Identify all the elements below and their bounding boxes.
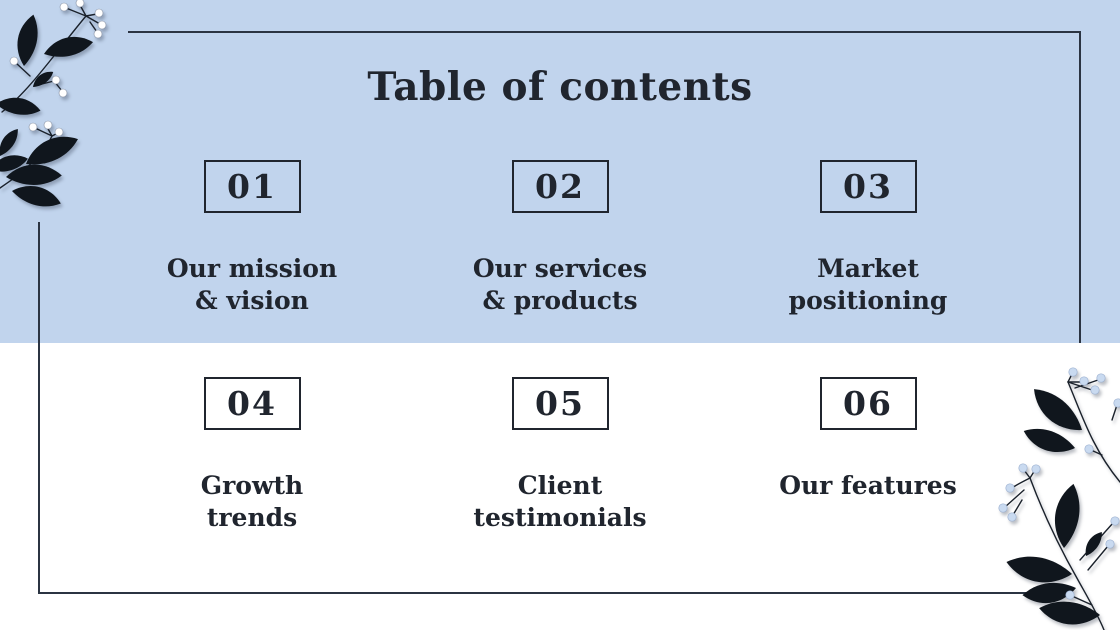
toc-number: 03 <box>843 167 893 206</box>
toc-item-05: 05 Client testimonials <box>406 377 714 534</box>
toc-item-label: Our services & products <box>473 253 647 317</box>
toc-label-line1: Our features <box>779 471 957 500</box>
toc-number-box-05: 05 <box>511 377 609 430</box>
toc-label-line1: Market <box>817 254 919 283</box>
toc-item-label: Client testimonials <box>473 470 646 534</box>
toc-number-box-02: 02 <box>511 160 609 213</box>
floral-branch-top-left-icon <box>0 0 107 212</box>
toc-number: 02 <box>535 167 585 206</box>
frame-border-top <box>128 31 1081 33</box>
toc-item-03: 03 Market positioning <box>714 160 1022 317</box>
toc-number: 06 <box>843 384 893 423</box>
toc-label-line1: Our services <box>472 254 648 283</box>
toc-number: 05 <box>535 384 585 423</box>
blue-background-band <box>0 0 1120 343</box>
toc-label-line1: Growth <box>200 471 304 500</box>
frame-border-bottom <box>38 592 1028 594</box>
toc-label-line1: Our mission <box>166 254 338 283</box>
toc-item-06: 06 Our features <box>714 377 1022 534</box>
toc-label-line1: Client <box>517 471 603 500</box>
page-title: Table of contents <box>367 64 753 110</box>
toc-number-box-04: 04 <box>203 377 301 430</box>
toc-label-line2: testimonials <box>473 503 647 532</box>
toc-label-line2: trends <box>206 503 298 532</box>
frame-border-left <box>38 222 40 594</box>
toc-item-label: Our mission & vision <box>167 253 337 317</box>
toc-label-line2: positioning <box>788 286 948 315</box>
toc-label-line2: & products <box>482 286 638 315</box>
toc-item-01: 01 Our mission & vision <box>98 160 406 317</box>
toc-number-box-01: 01 <box>203 160 301 213</box>
floral-branch-bottom-right-icon <box>998 367 1120 630</box>
toc-item-label: Market positioning <box>789 253 948 317</box>
frame-border-right <box>1079 31 1081 343</box>
toc-row-1: 01 Our mission & vision 02 Our services … <box>98 160 1022 317</box>
toc-item-02: 02 Our services & products <box>406 160 714 317</box>
toc-item-label: Growth trends <box>201 470 303 534</box>
toc-number-box-03: 03 <box>819 160 917 213</box>
toc-label-line2: & vision <box>195 286 309 315</box>
toc-number: 01 <box>227 167 277 206</box>
toc-item-label: Our features <box>779 470 957 502</box>
toc-row-2: 04 Growth trends 05 Client testimonials … <box>98 377 1022 534</box>
toc-item-04: 04 Growth trends <box>98 377 406 534</box>
toc-number-box-06: 06 <box>819 377 917 430</box>
toc-number: 04 <box>227 384 277 423</box>
